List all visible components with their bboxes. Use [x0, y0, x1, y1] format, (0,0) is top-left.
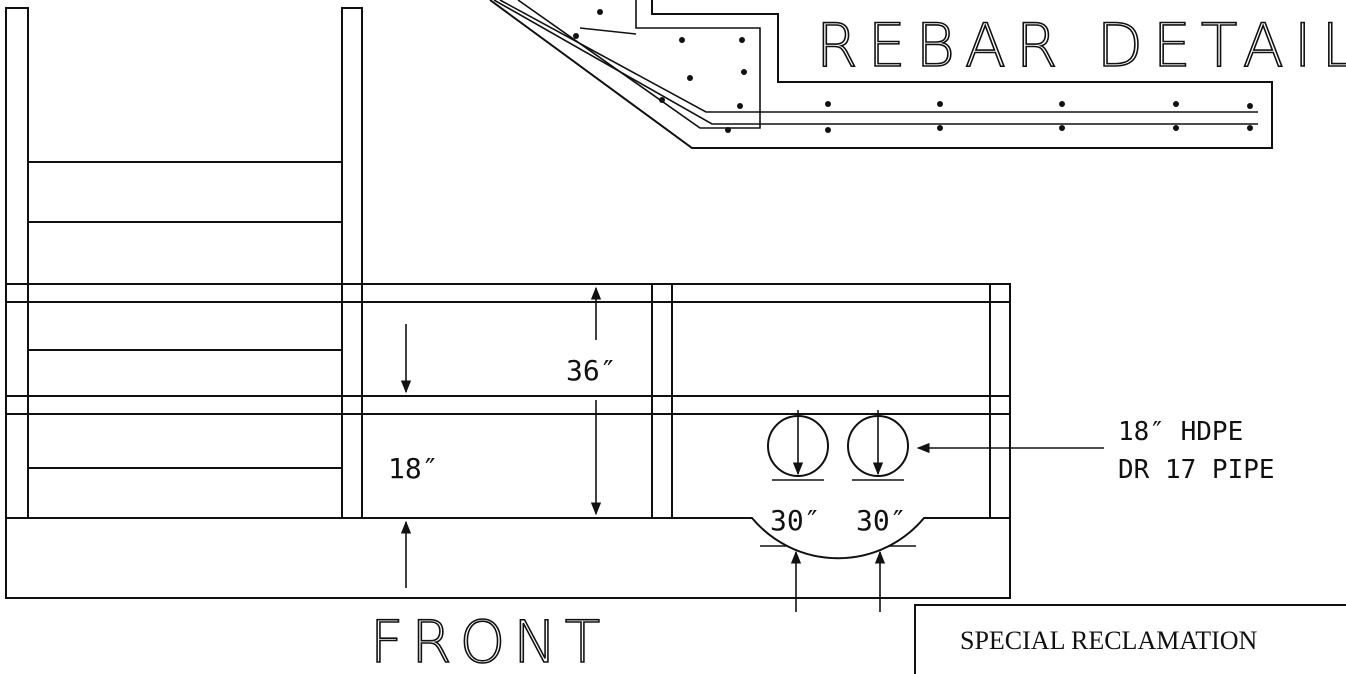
dimension-arrows: [400, 286, 1104, 612]
title-block-text: SPECIAL RECLAMATION: [960, 626, 1258, 655]
rebar-dot: [1247, 125, 1253, 131]
front-elevation: [5, 283, 1011, 599]
dim-label-18: 18″: [388, 452, 439, 485]
rebar-detail: [489, 0, 1273, 149]
rebar-dot: [1173, 125, 1179, 131]
rebar-dot: [687, 75, 693, 81]
title-block: SPECIAL RECLAMATION: [914, 604, 1346, 674]
dim-label-pipe-right: 30″: [856, 504, 907, 537]
rebar-dot: [1173, 101, 1179, 107]
rebar-dot: [739, 37, 745, 43]
rebar-dot: [725, 127, 731, 133]
rebar-dot: [597, 9, 603, 15]
rebar-dot: [825, 101, 831, 107]
rebar-dot: [1059, 101, 1065, 107]
end-post: [989, 283, 1011, 519]
rebar-leader: [579, 27, 637, 35]
left-post: [5, 7, 29, 519]
rebar-dot: [937, 101, 943, 107]
rebar-dot: [1247, 103, 1253, 109]
pipe-callout-line1: 18″ HDPE: [1118, 417, 1243, 447]
rebar-bar-upper: [499, 0, 1258, 113]
rebar-section-outline: [489, 0, 1273, 149]
right-post: [341, 7, 363, 519]
side-wall-elevation: [5, 7, 363, 519]
rebar-dot: [573, 33, 579, 39]
rebar-dot: [825, 127, 831, 133]
rebar-dot: [1059, 125, 1065, 131]
middle-post: [651, 283, 673, 519]
rebar-detail-title: REBAR DETAIL: [816, 11, 1346, 81]
dim-label-36: 36″: [566, 354, 617, 387]
rebar-dot: [679, 37, 685, 43]
rebar-dot: [937, 125, 943, 131]
rebar-dot: [659, 97, 665, 103]
front-view-label: FRONT: [370, 608, 608, 665]
rebar-section-inner: [517, 0, 761, 129]
pipe-callout-line2: DR 17 PIPE: [1118, 455, 1275, 485]
dim-label-pipe-left: 30″: [770, 504, 821, 537]
base-slab: [5, 517, 1011, 599]
rebar-bar-lower: [493, 0, 1258, 125]
rebar-dot: [741, 69, 747, 75]
rebar-dot: [737, 103, 743, 109]
